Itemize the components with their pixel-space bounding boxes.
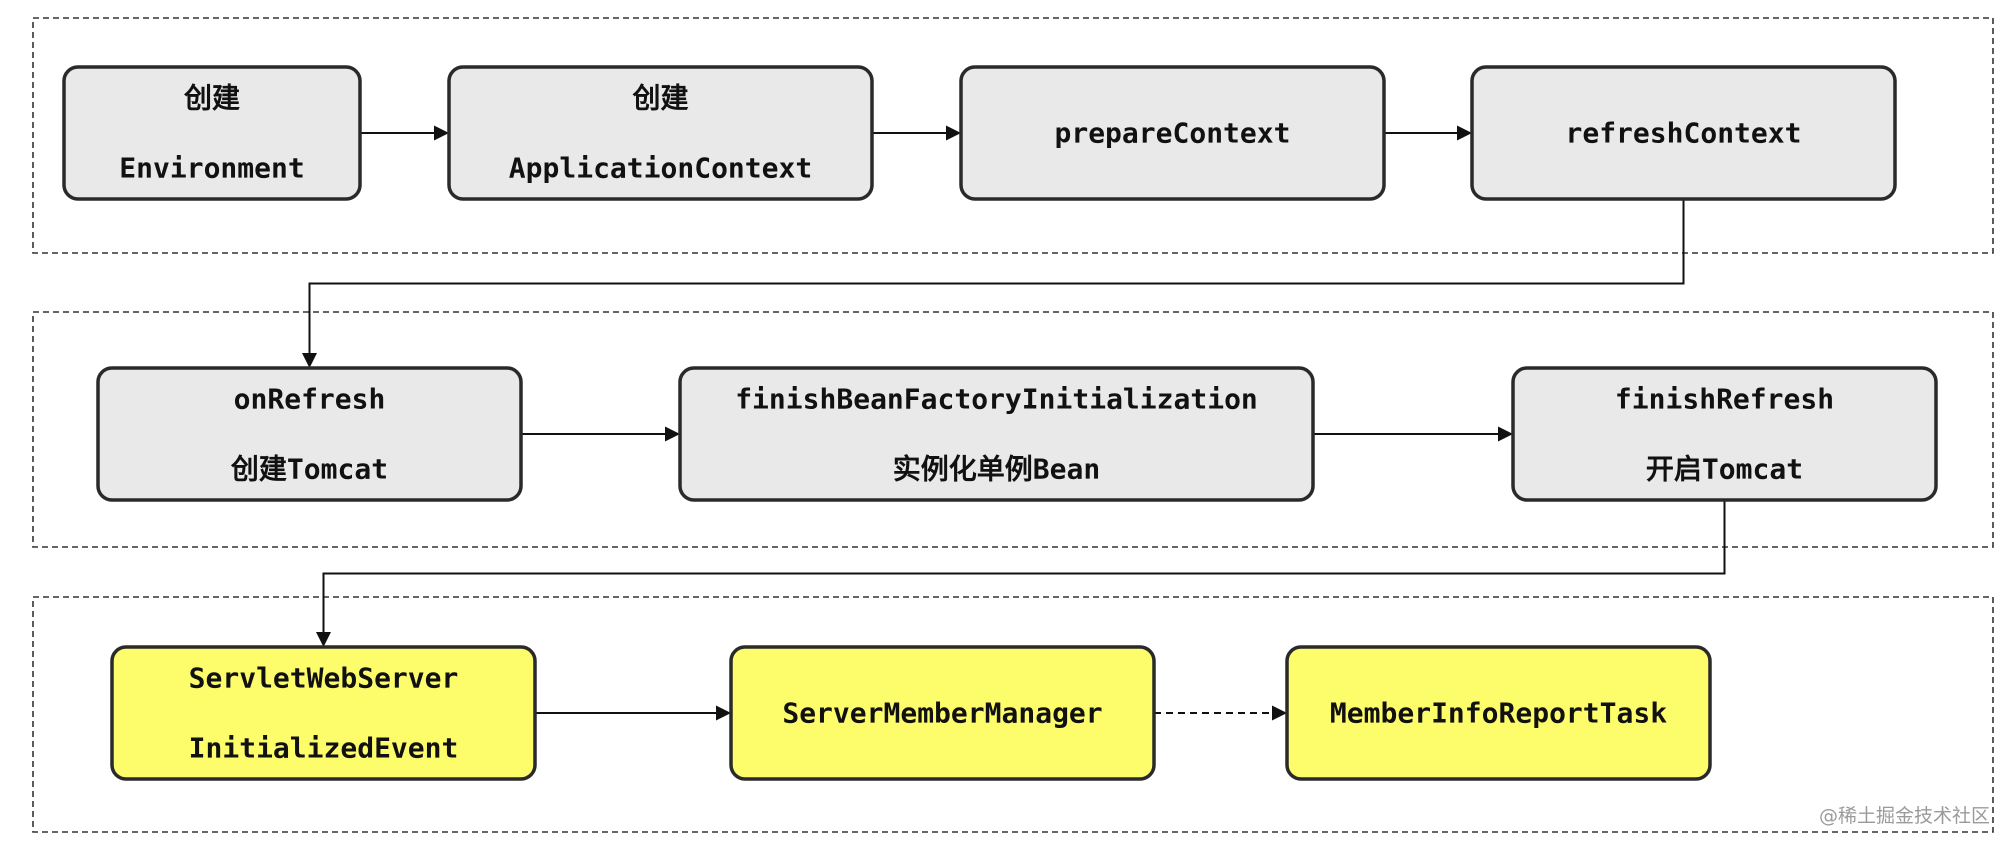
node-server-member-manager: ServerMemberManager	[729, 645, 1156, 781]
node-label: ServletWebServer	[189, 662, 459, 695]
node-box	[1285, 645, 1712, 781]
node-box	[1470, 65, 1897, 201]
group-frame-context-phase	[32, 17, 1994, 254]
node-member-info-report-task: MemberInfoReportTask	[1285, 645, 1712, 781]
node-label: ServerMemberManager	[782, 697, 1102, 730]
node-box	[959, 65, 1386, 201]
node-refresh-context: refreshContext	[1470, 65, 1897, 201]
node-label: InitializedEvent	[189, 732, 459, 765]
node-finish-refresh: finishRefresh 开启Tomcat	[1511, 366, 1938, 502]
node-label: 创建	[631, 82, 688, 115]
arrow-head	[434, 125, 449, 141]
edge-create-environment-to-create-application-context	[360, 125, 449, 141]
node-label: refreshContext	[1565, 117, 1801, 150]
node-create-environment: 创建 Environment	[62, 65, 362, 201]
node-label: prepareContext	[1054, 117, 1290, 150]
edge-line	[308, 199, 1685, 354]
edge-finish-refresh-to-servlet-web-server-initialized-event	[316, 500, 1726, 647]
flow-edges	[302, 125, 1726, 721]
flow-nodes: 创建 Environment 创建 ApplicationContext prepare…	[62, 65, 1938, 781]
node-label: Environment	[119, 152, 304, 185]
node-label: 开启Tomcat	[1646, 453, 1803, 486]
node-box	[110, 645, 537, 781]
group-frame-event-phase	[32, 596, 1994, 833]
node-label: 创建	[183, 82, 240, 115]
arrow-head	[665, 426, 680, 442]
edge-server-member-manager-to-member-info-report-task	[1154, 705, 1287, 721]
arrow-head	[1498, 426, 1513, 442]
node-prepare-context: prepareContext	[959, 65, 1386, 201]
node-label: onRefresh	[234, 383, 386, 416]
node-label: ApplicationContext	[509, 152, 812, 185]
watermark: @稀土掘金技术社区	[1819, 805, 1990, 827]
edge-create-application-context-to-prepare-context	[872, 125, 961, 141]
arrow-head	[716, 705, 731, 721]
arrow-head	[1272, 705, 1287, 721]
node-label: 创建Tomcat	[230, 453, 388, 486]
node-box	[729, 645, 1156, 781]
node-box	[678, 366, 1315, 502]
phase-groups	[32, 17, 1994, 833]
node-on-refresh: onRefresh 创建Tomcat	[96, 366, 523, 502]
node-label: 实例化单例Bean	[893, 453, 1100, 486]
edge-line	[322, 500, 1726, 633]
node-label: finishRefresh	[1615, 383, 1834, 416]
edge-refresh-context-to-on-refresh	[302, 199, 1685, 368]
node-finish-bean-factory-initialization: finishBeanFactoryInitialization 实例化单例Bean	[678, 366, 1315, 502]
node-box	[96, 366, 523, 502]
edge-finish-bean-factory-initialization-to-finish-refresh	[1313, 426, 1513, 442]
edge-on-refresh-to-finish-bean-factory-initialization	[521, 426, 680, 442]
arrow-head	[316, 632, 331, 647]
node-label: finishBeanFactoryInitialization	[735, 383, 1258, 416]
node-box	[1511, 366, 1938, 502]
arrow-head	[302, 353, 317, 368]
group-frame-refresh-phase	[32, 311, 1994, 548]
node-create-application-context: 创建 ApplicationContext	[447, 65, 874, 201]
node-box	[62, 65, 362, 201]
node-label: MemberInfoReportTask	[1330, 697, 1667, 730]
edge-prepare-context-to-refresh-context	[1384, 125, 1472, 141]
node-box	[447, 65, 874, 201]
edge-servlet-web-server-initialized-event-to-server-member-manager	[535, 705, 731, 721]
arrow-head	[1457, 125, 1472, 141]
arrow-head	[946, 125, 961, 141]
